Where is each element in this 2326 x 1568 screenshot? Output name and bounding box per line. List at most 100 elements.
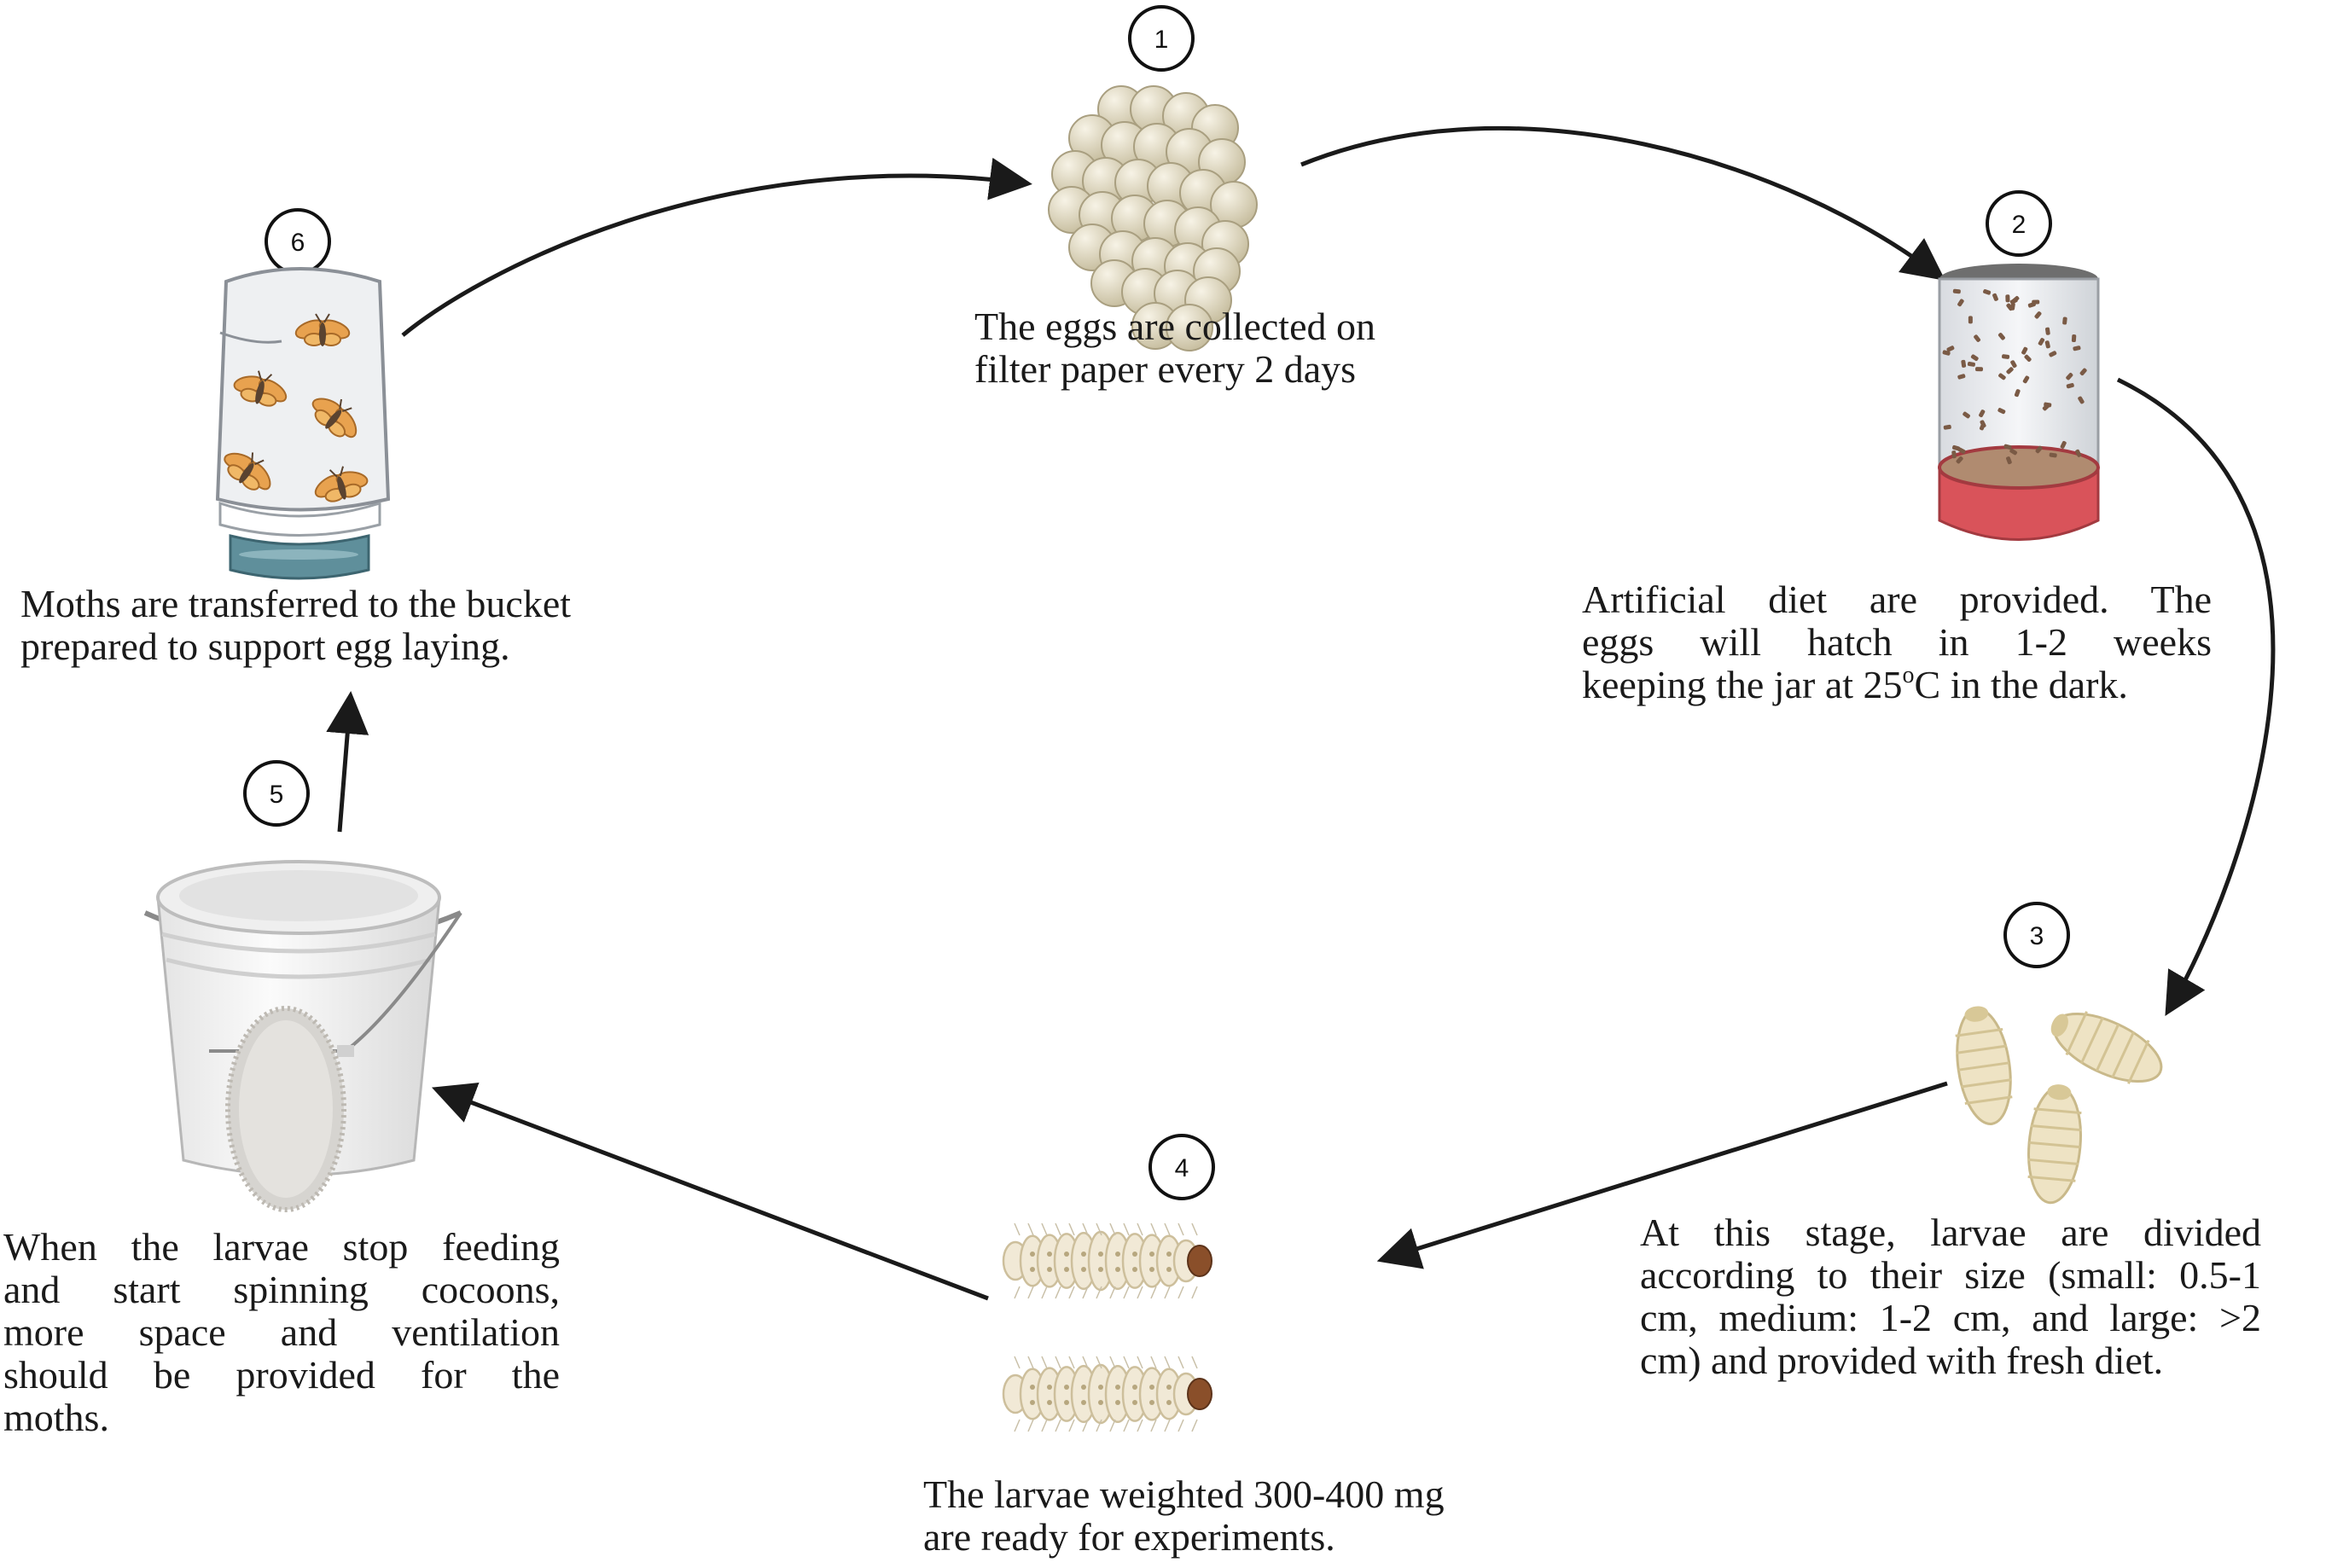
larva-speck xyxy=(1998,373,2006,380)
caption-5-line-5: moths. xyxy=(3,1396,109,1439)
worm-hair xyxy=(1150,1222,1157,1236)
step-circle-6: 6 xyxy=(265,208,331,275)
caption-1-line-1: The eggs are collected on xyxy=(974,305,1375,348)
worm-hair xyxy=(1096,1356,1102,1369)
worm-hair xyxy=(1068,1356,1075,1369)
worm-spot xyxy=(1047,1385,1052,1390)
worm-hair xyxy=(1082,1356,1089,1369)
worm-hair xyxy=(1178,1222,1184,1236)
worm-hair xyxy=(1027,1419,1034,1432)
worm-hair xyxy=(1150,1356,1157,1369)
worm-hair xyxy=(1109,1356,1116,1369)
larva-speck xyxy=(2034,311,2042,319)
worm-spot xyxy=(1132,1400,1137,1405)
worm-spot xyxy=(1115,1385,1120,1390)
worm-spot xyxy=(1064,1251,1069,1257)
worm-spot xyxy=(1166,1400,1172,1405)
step-circle-2: 2 xyxy=(1986,190,2052,257)
larva-speck xyxy=(2006,303,2014,311)
worm-spot xyxy=(1081,1385,1086,1390)
worm-spot xyxy=(1098,1251,1103,1257)
worm-spot xyxy=(1064,1400,1069,1405)
larva-speck xyxy=(1943,424,1951,430)
worm-spot xyxy=(1149,1267,1154,1272)
larva-speck xyxy=(2062,317,2067,325)
worm-hair xyxy=(1123,1356,1130,1369)
larva-speck xyxy=(1980,420,1986,428)
larva-speck xyxy=(2049,452,2057,458)
larva-speck xyxy=(2060,440,2067,449)
worm-hair xyxy=(1137,1222,1143,1236)
worm-spot xyxy=(1064,1267,1069,1272)
larva-speck xyxy=(2022,375,2030,384)
worm-hair xyxy=(1068,1286,1075,1299)
worm-hair xyxy=(1191,1222,1198,1236)
caption-2-line-3-b: C in the dark. xyxy=(1914,663,2128,706)
caption-5-line-2: and start spinning cocoons, xyxy=(3,1268,560,1311)
caption-step-3: At this stage, larvae are divided accord… xyxy=(1640,1211,2261,1382)
larva-speck xyxy=(2014,389,2021,398)
larva-speck xyxy=(2049,351,2057,357)
larva-speck xyxy=(2024,354,2032,363)
larva-speck xyxy=(1997,408,2006,415)
arrow-3-to-4 xyxy=(1376,1081,1948,1269)
worm-hair xyxy=(1014,1222,1021,1236)
caption-4-line-2: are ready for experiments. xyxy=(923,1515,1335,1559)
worm-hair xyxy=(1164,1286,1171,1299)
worm-hair xyxy=(1055,1356,1061,1369)
larva-speck xyxy=(1967,362,1975,367)
worm-hair xyxy=(1164,1419,1171,1432)
larvae-illustration xyxy=(1955,1006,2163,1205)
caption-5-line-3: more space and ventilation xyxy=(3,1310,560,1354)
worm-hair xyxy=(1027,1356,1034,1369)
worm-hair xyxy=(1082,1222,1089,1236)
worm-spot xyxy=(1166,1251,1172,1257)
larva-speck xyxy=(1997,333,2005,340)
caption-2-line-3-a: keeping the jar at 25 xyxy=(1582,663,1903,706)
worm-spot xyxy=(1132,1385,1137,1390)
arrow-2-to-3 xyxy=(2116,377,2276,1016)
larva-speck xyxy=(2006,456,2012,465)
worm-hair xyxy=(1191,1419,1198,1432)
larva-speck xyxy=(2005,294,2010,303)
worm-spot xyxy=(1030,1267,1035,1272)
larva-speck xyxy=(2038,338,2045,346)
worm-hair xyxy=(1096,1286,1102,1299)
worm-hair xyxy=(1027,1222,1034,1236)
larva-speck xyxy=(2010,360,2017,369)
larva-speck xyxy=(1957,447,1966,454)
worm-spot xyxy=(1047,1400,1052,1405)
worm-hair xyxy=(1055,1419,1061,1432)
step-number-5: 5 xyxy=(270,781,284,809)
bucket-illustration xyxy=(143,860,462,1212)
worm-hair xyxy=(1068,1419,1075,1432)
larva-speck xyxy=(2002,354,2010,359)
larva-speck xyxy=(2078,396,2085,404)
caption-4-line-1: The larvae weighted 300-400 mg xyxy=(923,1472,1445,1516)
larva-speck xyxy=(2009,448,2018,456)
worm-hair xyxy=(1096,1419,1102,1432)
arrow-6-to-1 xyxy=(401,157,1032,337)
larva-speck xyxy=(2075,449,2082,457)
worm-hair xyxy=(1055,1286,1061,1299)
worm-hair xyxy=(1191,1286,1198,1299)
larva-speck xyxy=(2073,346,2081,351)
caption-step-4: The larvae weighted 300-400 mg are ready… xyxy=(923,1473,1445,1559)
worm-spot xyxy=(1047,1267,1052,1272)
worm-hair xyxy=(1068,1222,1075,1236)
worm-spot xyxy=(1064,1385,1069,1390)
worm-hair xyxy=(1109,1286,1116,1299)
larva-speck xyxy=(2009,298,2018,305)
worm-illustration-top xyxy=(1002,1222,1212,1299)
caption-3-line-4: cm) and provided with fresh diet. xyxy=(1640,1339,2164,1382)
step-circle-3: 3 xyxy=(2003,902,2070,968)
larva-speck xyxy=(2066,373,2073,380)
caption-step-6: Moths are transferred to the bucket prep… xyxy=(20,583,571,668)
step-circle-1: 1 xyxy=(1128,5,1195,72)
worm-hair xyxy=(1041,1356,1048,1369)
caption-step-5: When the larvae stop feeding and start s… xyxy=(3,1226,560,1439)
worm-illustration-bottom xyxy=(1002,1356,1212,1432)
larva-speck xyxy=(2044,340,2050,349)
worm-hair xyxy=(1041,1419,1048,1432)
